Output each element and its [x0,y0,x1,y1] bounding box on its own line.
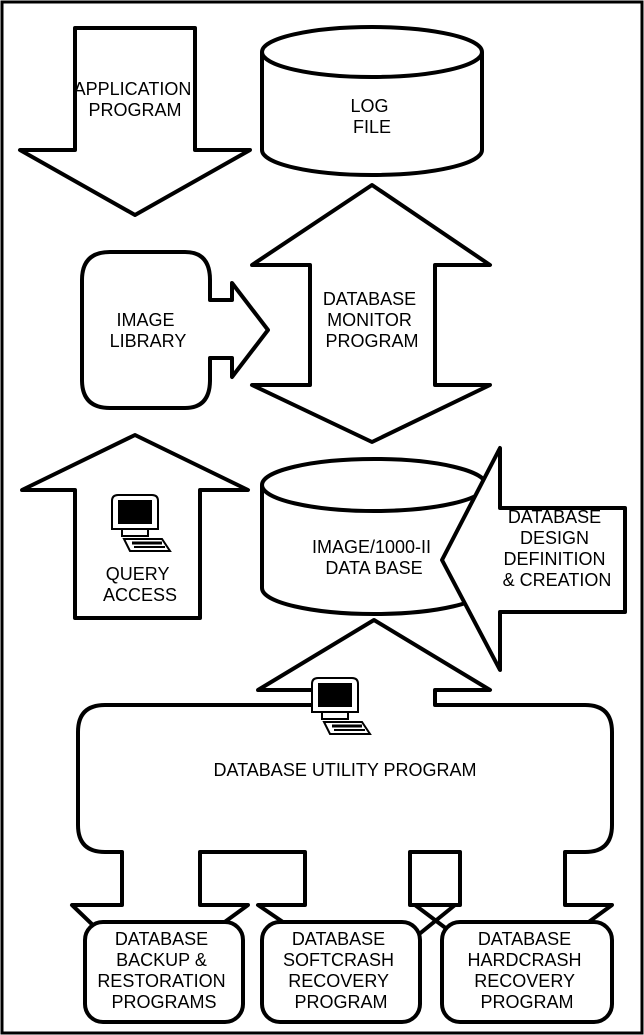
application-program-arrow [18,26,252,217]
database-design-arrow [440,446,627,672]
query-access-label: QUERY ACCESS [103,564,177,605]
hardcrash-program-label: DATABASE HARDCRASH RECOVERY PROGRAM [467,929,586,1012]
softcrash-program-label: DATABASE SOFTCRASH RECOVERY PROGRAM [283,929,399,1012]
database-utility-label: DATABASE UTILITY PROGRAM [213,760,476,780]
log-file-cylinder [260,25,484,177]
backup-program-label: DATABASE BACKUP & RESTORATION PROGRAMS [97,929,230,1012]
log-file-label: LOG FILE [350,96,393,137]
softcrash-program-box [260,920,422,1024]
application-program-label: APPLICATION PROGRAM [74,79,197,120]
data-base-label: IMAGE/1000-II DATA BASE [312,537,436,578]
database-design-label: DATABASE DESIGN DEFINITION & CREATION [503,507,612,590]
terminal-icon [111,494,172,552]
backup-program-box [83,920,245,1024]
image-library-label: IMAGE LIBRARY [110,310,187,351]
database-monitor-arrow [250,183,492,444]
terminal-icon [311,677,372,735]
data-base-cylinder [260,457,488,616]
image-library-box [80,250,270,410]
hardcrash-program-box [440,920,614,1024]
database-monitor-label: DATABASE MONITOR PROGRAM [323,289,421,351]
